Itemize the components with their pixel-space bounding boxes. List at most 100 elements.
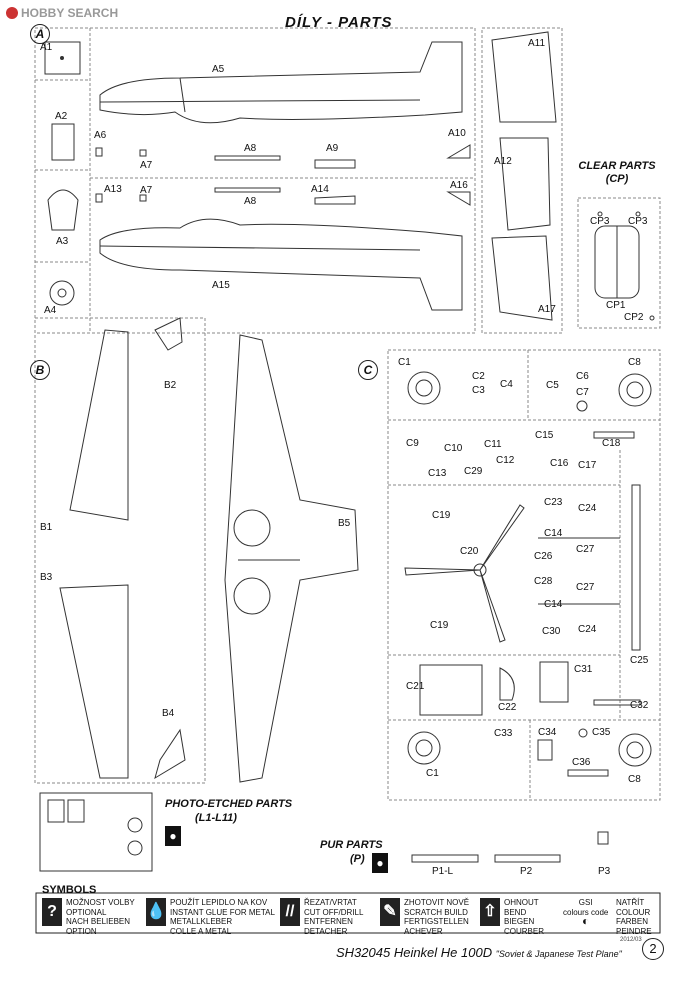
label-cp2: CP2 xyxy=(624,312,644,323)
label-a7-lower: A7 xyxy=(140,185,153,196)
part-cp3-right xyxy=(635,211,641,217)
label-c19-upper: C19 xyxy=(432,510,451,521)
label-a17: A17 xyxy=(538,304,556,315)
label-p1-l: P1-L xyxy=(432,866,454,877)
part-cp2 xyxy=(649,315,655,321)
label-c8-lower: C8 xyxy=(628,774,641,785)
label-a14: A14 xyxy=(311,184,329,195)
sprue-a-right xyxy=(481,27,563,334)
label-a3: A3 xyxy=(56,236,69,247)
label-cp1: CP1 xyxy=(606,300,626,311)
part-c18 xyxy=(593,431,635,439)
label-c19-lower: C19 xyxy=(430,620,449,631)
part-a4 xyxy=(49,280,75,306)
label-b3: B3 xyxy=(40,572,53,583)
label-c14-upper: C14 xyxy=(544,528,563,539)
part-c32 xyxy=(593,699,641,706)
label-a13: A13 xyxy=(104,184,122,195)
footer-title: SH32045 Heinkel He 100D "Soviet & Japane… xyxy=(336,945,622,960)
paint-icon: ◐ xyxy=(582,914,590,928)
part-c7 xyxy=(576,400,588,412)
cut-drill-icon: // xyxy=(280,898,300,926)
part-c20-propeller xyxy=(404,504,525,643)
label-c18: C18 xyxy=(602,438,621,449)
part-cp3-left xyxy=(597,211,603,217)
sprue-c xyxy=(387,349,661,801)
part-b3-wing xyxy=(59,584,129,779)
part-a8-upper xyxy=(214,155,281,161)
label-c24-lower: C24 xyxy=(578,624,597,635)
part-a5-fuselage xyxy=(99,41,463,124)
label-c5: C5 xyxy=(546,380,559,391)
part-a2 xyxy=(51,123,75,161)
label-c8: C8 xyxy=(628,357,641,368)
label-c6: C6 xyxy=(576,371,589,382)
label-cp3-left: CP3 xyxy=(590,216,610,227)
label-b1: B1 xyxy=(40,522,53,533)
label-c31: C31 xyxy=(574,664,593,675)
part-c8-wheel-lower xyxy=(618,733,652,767)
photo-etched-title: PHOTO-ETCHED PARTS (L1-L11) xyxy=(165,798,293,824)
label-c9: C9 xyxy=(406,438,419,449)
glue-drop-icon: ● xyxy=(165,826,181,846)
page-title: DÍLY - PARTS xyxy=(285,14,393,31)
label-a5: A5 xyxy=(212,64,225,75)
label-c35: C35 xyxy=(592,727,611,738)
label-c22: C22 xyxy=(498,702,517,713)
label-c11: C11 xyxy=(484,439,502,450)
part-b5-wing xyxy=(224,334,359,783)
label-c26: C26 xyxy=(534,551,553,562)
label-c27-upper: C27 xyxy=(576,544,595,555)
part-b2 xyxy=(154,317,183,351)
part-a12 xyxy=(499,137,551,231)
part-c1-wheel xyxy=(407,371,441,405)
label-c28: C28 xyxy=(534,576,553,587)
part-b4 xyxy=(154,728,186,780)
label-p2: P2 xyxy=(520,866,533,877)
label-a12: A12 xyxy=(494,156,512,167)
part-a14 xyxy=(314,195,356,205)
part-a10 xyxy=(446,144,471,159)
print-date: 2012/03 xyxy=(620,937,642,943)
label-c12: C12 xyxy=(496,455,515,466)
part-a13 xyxy=(95,193,103,203)
label-c1-lower: C1 xyxy=(426,768,439,779)
part-c25 xyxy=(631,484,641,651)
label-p3: P3 xyxy=(598,866,611,877)
label-c34: C34 xyxy=(538,727,557,738)
label-a15: A15 xyxy=(212,280,230,291)
label-c23: C23 xyxy=(544,497,563,508)
symbols-heading: SYMBOLS xyxy=(42,884,97,896)
part-a3 xyxy=(47,189,79,231)
label-b4: B4 xyxy=(162,708,175,719)
label-c1: C1 xyxy=(398,357,411,368)
label-cp3-right: CP3 xyxy=(628,216,648,227)
clear-parts-frame xyxy=(577,197,661,329)
label-c20: C20 xyxy=(460,546,479,557)
part-p1-l xyxy=(411,854,479,863)
label-c10: C10 xyxy=(444,443,463,454)
label-c3: C3 xyxy=(472,385,485,396)
label-c32: C32 xyxy=(630,700,649,711)
label-c14-lower: C14 xyxy=(544,599,563,610)
label-a10: A10 xyxy=(448,128,466,139)
clear-parts-title: CLEAR PARTS(CP) xyxy=(578,160,656,185)
part-c34 xyxy=(537,739,553,761)
part-a6 xyxy=(95,147,103,157)
photo-etched-fret xyxy=(39,792,153,872)
label-c16: C16 xyxy=(550,458,569,469)
label-c4: C4 xyxy=(500,379,513,390)
part-a16 xyxy=(446,191,471,206)
bend-icon: ⇧ xyxy=(480,898,500,926)
scratch-build-icon: ✎ xyxy=(380,898,400,926)
label-a16: A16 xyxy=(450,180,468,191)
part-c36 xyxy=(567,769,609,777)
section-b-marker: B xyxy=(30,360,50,380)
label-c15: C15 xyxy=(535,430,554,441)
